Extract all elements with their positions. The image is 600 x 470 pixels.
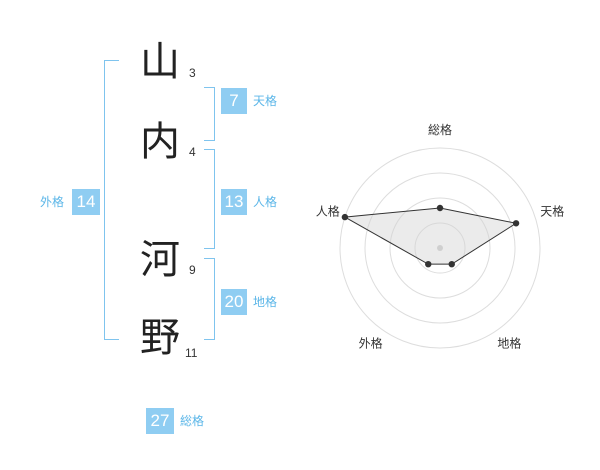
radar-axis-label-3: 地格 bbox=[497, 335, 521, 350]
radar-point-3 bbox=[448, 260, 455, 268]
name-char-1: 山 bbox=[140, 39, 180, 85]
soukaku-value: 27 bbox=[146, 408, 174, 434]
radar-ring bbox=[414, 222, 466, 274]
name-char-3: 河 bbox=[140, 237, 180, 283]
stroke-count-1: 3 bbox=[189, 66, 196, 80]
radar-axis-label-5: 人格 bbox=[316, 204, 340, 219]
chikaku-bracket bbox=[204, 258, 215, 340]
radar-point-2 bbox=[512, 220, 520, 227]
jinkaku-value: 13 bbox=[221, 189, 247, 215]
radar-ring bbox=[339, 147, 541, 349]
tenkaku-value: 7 bbox=[221, 88, 247, 114]
jinkaku-label: 人格 bbox=[253, 195, 278, 209]
radar-point-1 bbox=[436, 204, 444, 212]
stroke-count-4: 11 bbox=[185, 346, 198, 360]
chikaku-value: 20 bbox=[221, 289, 247, 315]
radar-axis-label-2: 天格 bbox=[540, 204, 564, 219]
stroke-count-2: 4 bbox=[189, 145, 196, 159]
name-char-4: 野 bbox=[140, 315, 180, 361]
radar-ring bbox=[364, 172, 516, 324]
tenkaku-bracket bbox=[204, 87, 215, 141]
stroke-count-3: 9 bbox=[189, 263, 196, 277]
gaikaku-value: 14 bbox=[72, 189, 100, 215]
gaikaku-bracket bbox=[104, 60, 119, 340]
radar-point-4 bbox=[425, 260, 432, 268]
tenkaku-label: 天格 bbox=[253, 94, 278, 108]
chikaku-label: 地格 bbox=[253, 295, 278, 309]
radar-ring bbox=[389, 197, 491, 299]
radar-axis-label-4: 外格 bbox=[359, 335, 383, 350]
radar-center-dot bbox=[437, 245, 443, 251]
radar-polygon bbox=[343, 207, 518, 265]
soukaku-label: 総格 bbox=[180, 414, 205, 428]
radar-point-5 bbox=[341, 213, 349, 221]
jinkaku-bracket bbox=[204, 149, 215, 249]
radar-axis-label-1: 総格 bbox=[428, 122, 452, 137]
name-char-2: 内 bbox=[140, 119, 180, 165]
gaikaku-label: 外格 bbox=[40, 195, 65, 209]
